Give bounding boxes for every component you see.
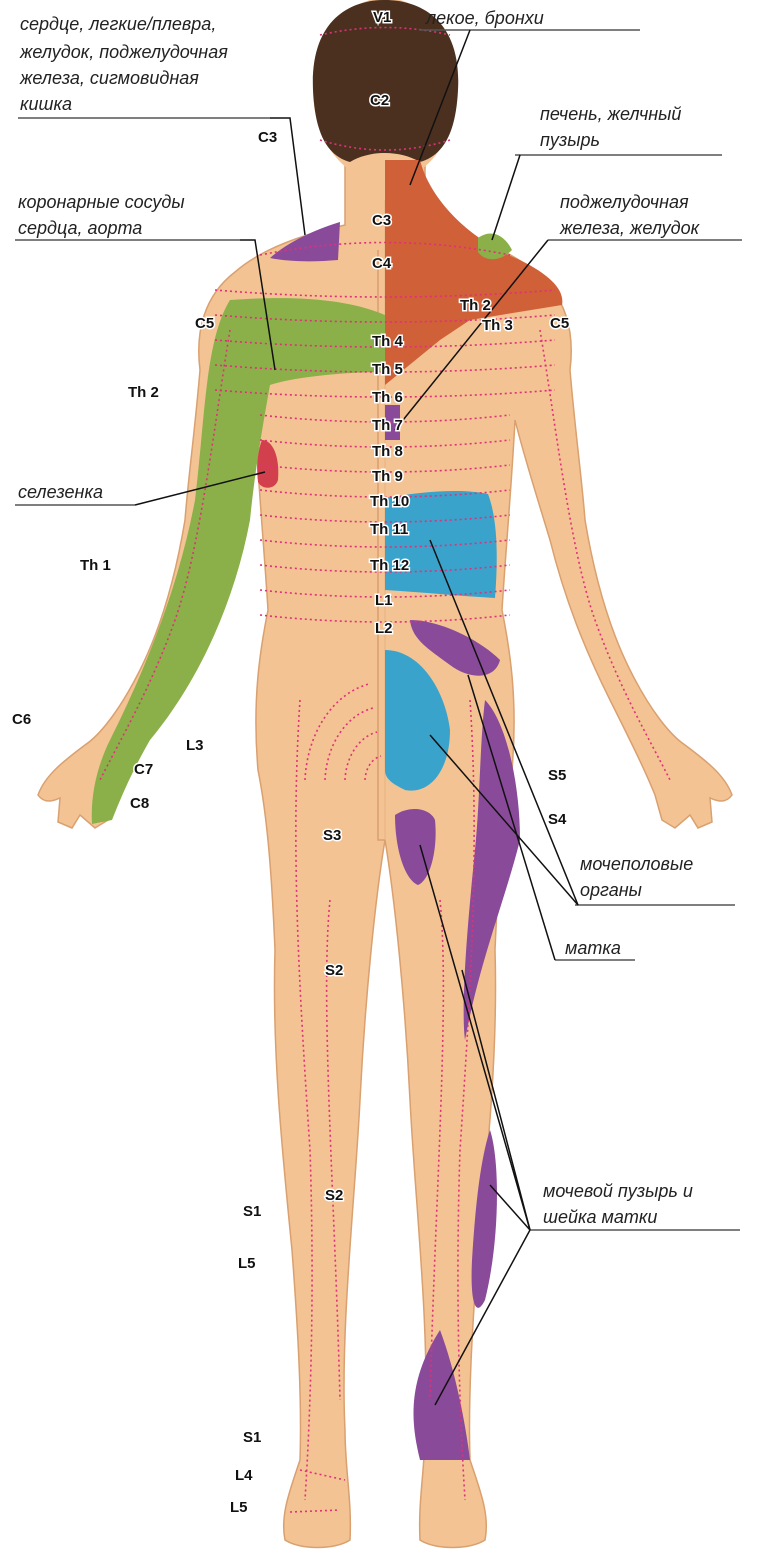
hair — [312, 0, 459, 162]
seg-l1: L1 — [375, 592, 393, 609]
dermatome-boundary-line — [259, 489, 511, 498]
dermatome-boundary-line — [214, 389, 556, 398]
zone-liver — [478, 233, 512, 260]
dermatome-boundary-line — [259, 464, 511, 473]
zone-ankle — [413, 1330, 470, 1460]
segment-labels: V1 C2 C3 C3 C4 C5 C5 Th 2 Th 3 Th 4 Th 5… — [11, 8, 571, 1518]
zone-c3-heart — [270, 222, 340, 262]
label-urogenital: мочеполовые органы — [580, 854, 698, 900]
seg-l5-foot: L5 — [230, 1499, 248, 1516]
dermatome-boundary-line — [304, 683, 370, 781]
dermatome-boundary-line — [259, 589, 511, 598]
body-silhouette — [37, 0, 733, 1549]
label-uterus: матка — [565, 938, 621, 958]
zone-lungs-bronchi — [385, 160, 563, 385]
seg-th2: Th 2 — [460, 297, 491, 314]
dermatome-boundary-line — [289, 1509, 341, 1513]
label-liver: печень, желчный пузырь — [540, 104, 686, 150]
seg-l4-foot: L4 — [235, 1467, 253, 1484]
label-coronary: коронарные сосуды сердца, аорта — [18, 192, 190, 238]
seg-th8: Th 8 — [372, 443, 403, 460]
seg-th11: Th 11 — [370, 521, 408, 538]
dermatome-boundary-line — [259, 564, 511, 573]
zone-spleen — [257, 440, 279, 488]
zone-buttock — [385, 650, 450, 791]
dermatome-lines — [99, 26, 671, 1513]
dermatome-boundary-line — [214, 314, 556, 323]
seg-c6: C6 — [12, 711, 31, 728]
dermatome-boundary-line — [259, 539, 511, 548]
zone-thigh-back — [463, 700, 520, 1040]
seg-s5: S5 — [548, 767, 566, 784]
seg-th3: Th 3 — [482, 317, 513, 334]
dermatome-boundary-line — [214, 289, 556, 298]
seg-s2-upper: S2 — [325, 962, 343, 979]
seg-v1: V1 — [373, 9, 391, 26]
dermatome-boundary-line — [259, 614, 511, 623]
seg-c3-left: C3 — [258, 129, 277, 146]
dermatome-boundary-line — [319, 26, 451, 36]
seg-c2: C2 — [370, 92, 389, 109]
label-lungs-bronchi: лекое, бронхи — [425, 8, 544, 28]
seg-th4: Th 4 — [372, 333, 403, 350]
seg-th7: Th 7 — [372, 417, 403, 434]
zone-kidney-back — [385, 491, 497, 598]
label-bladder: мочевой пузырь и шейка матки — [543, 1181, 698, 1227]
leader-lines — [15, 29, 742, 1406]
seg-th9: Th 9 — [372, 468, 403, 485]
dermatome-boundary-line — [259, 439, 511, 448]
seg-s3: S3 — [323, 827, 341, 844]
dermatome-boundary-line — [344, 731, 378, 781]
seg-s4: S4 — [548, 811, 567, 828]
zone-l2-uterus — [410, 620, 500, 676]
colored-zones — [91, 160, 563, 1460]
label-pancreas: поджелудочная железа, желудок — [559, 192, 701, 238]
seg-c7: C7 — [134, 761, 153, 778]
dermatome-boundary-line — [319, 139, 451, 151]
zone-calf — [471, 1130, 497, 1308]
dermatome-boundary-line — [214, 364, 556, 373]
seg-th12: Th 12 — [370, 557, 409, 574]
seg-l2: L2 — [375, 620, 393, 637]
seg-th10: Th 10 — [370, 493, 409, 510]
seg-th1-arm: Th 1 — [80, 557, 111, 574]
seg-s1-leg: S1 — [243, 1203, 261, 1220]
seg-s2-lower: S2 — [325, 1187, 343, 1204]
seg-th6: Th 6 — [372, 389, 403, 406]
dermatome-boundary-line — [259, 241, 511, 256]
seg-s1-foot: S1 — [243, 1429, 261, 1446]
dermatome-boundary-line — [259, 514, 511, 523]
seg-l3: L3 — [186, 737, 204, 754]
seg-c5-right: C5 — [550, 315, 569, 332]
seg-c5-left: C5 — [195, 315, 214, 332]
seg-c3: C3 — [372, 212, 391, 229]
seg-c4: C4 — [372, 255, 392, 272]
dermatome-boundary-line — [214, 339, 556, 348]
label-heart-lungs: сердце, легкие/плевра, желудок, поджелуд… — [19, 14, 233, 114]
seg-l5-leg: L5 — [238, 1255, 256, 1272]
organ-labels: сердце, легкие/плевра, желудок, поджелуд… — [18, 8, 701, 1227]
zone-pancreas-stomach — [385, 405, 400, 440]
dermatome-boundary-line — [364, 755, 382, 781]
seg-th2-arm: Th 2 — [128, 384, 159, 401]
zone-coronary — [91, 298, 385, 824]
seg-c8: C8 — [130, 795, 149, 812]
seg-th5: Th 5 — [372, 361, 403, 378]
dermatome-boundary-line — [259, 414, 511, 423]
label-spleen: селезенка — [18, 482, 103, 502]
